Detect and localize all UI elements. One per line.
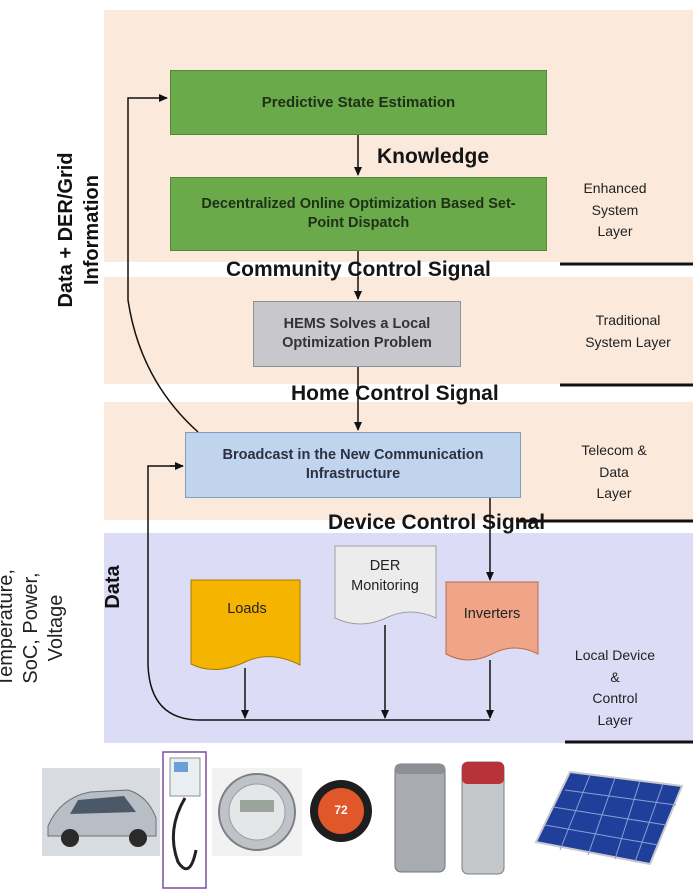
thermostat-image: [310, 780, 372, 842]
der-monitoring-document-shape: [334, 545, 437, 625]
temperature-soc-power-voltage-label: Temperature, SoC, Power, Voltage: [0, 569, 67, 687]
heat-pump-water-heater-image: [461, 761, 505, 875]
knowledge-label: Knowledge: [377, 145, 490, 168]
broadcast-communication-box: Broadcast in the New Communication Infra…: [185, 432, 521, 498]
loads-label: Loads: [227, 601, 267, 617]
telecom-data-layer-label: Telecom & Data Layer: [581, 442, 647, 502]
loads-document-shape: [190, 579, 301, 670]
thermostat-reading: 72: [334, 803, 348, 817]
data-label: Data: [102, 565, 124, 609]
decentralized-optimization-box: Decentralized Online Optimization Based …: [170, 177, 547, 251]
device-control-signal-label: Device Control Signal: [328, 511, 546, 534]
arrow-feedback-to-pse: [127, 94, 199, 433]
home-control-signal-label: Home Control Signal: [291, 382, 499, 405]
inverters-label: Inverters: [463, 606, 521, 622]
data-der-grid-information-label: Data + DER/Grid Information: [55, 152, 103, 308]
traditional-system-layer-label: Traditional System Layer: [585, 312, 671, 350]
enhanced-system-layer-label: Enhanced System Layer: [583, 180, 647, 240]
ev-charger-image: [162, 751, 207, 889]
predictive-state-estimation-box: Predictive State Estimation: [170, 70, 547, 135]
inverters-document-shape: [445, 581, 539, 661]
hems-local-optimization-box: HEMS Solves a Local Optimization Problem: [253, 301, 461, 367]
der-monitoring-label: DER Monitoring: [351, 558, 419, 594]
solar-panel-image: [534, 770, 684, 866]
smart-meter-image: [212, 768, 302, 856]
community-control-signal-label: Community Control Signal: [226, 258, 491, 281]
electric-car-image: [42, 768, 160, 856]
water-heater-image: [394, 763, 446, 873]
local-device-control-layer-label: Local Device & Control Layer: [574, 647, 656, 729]
